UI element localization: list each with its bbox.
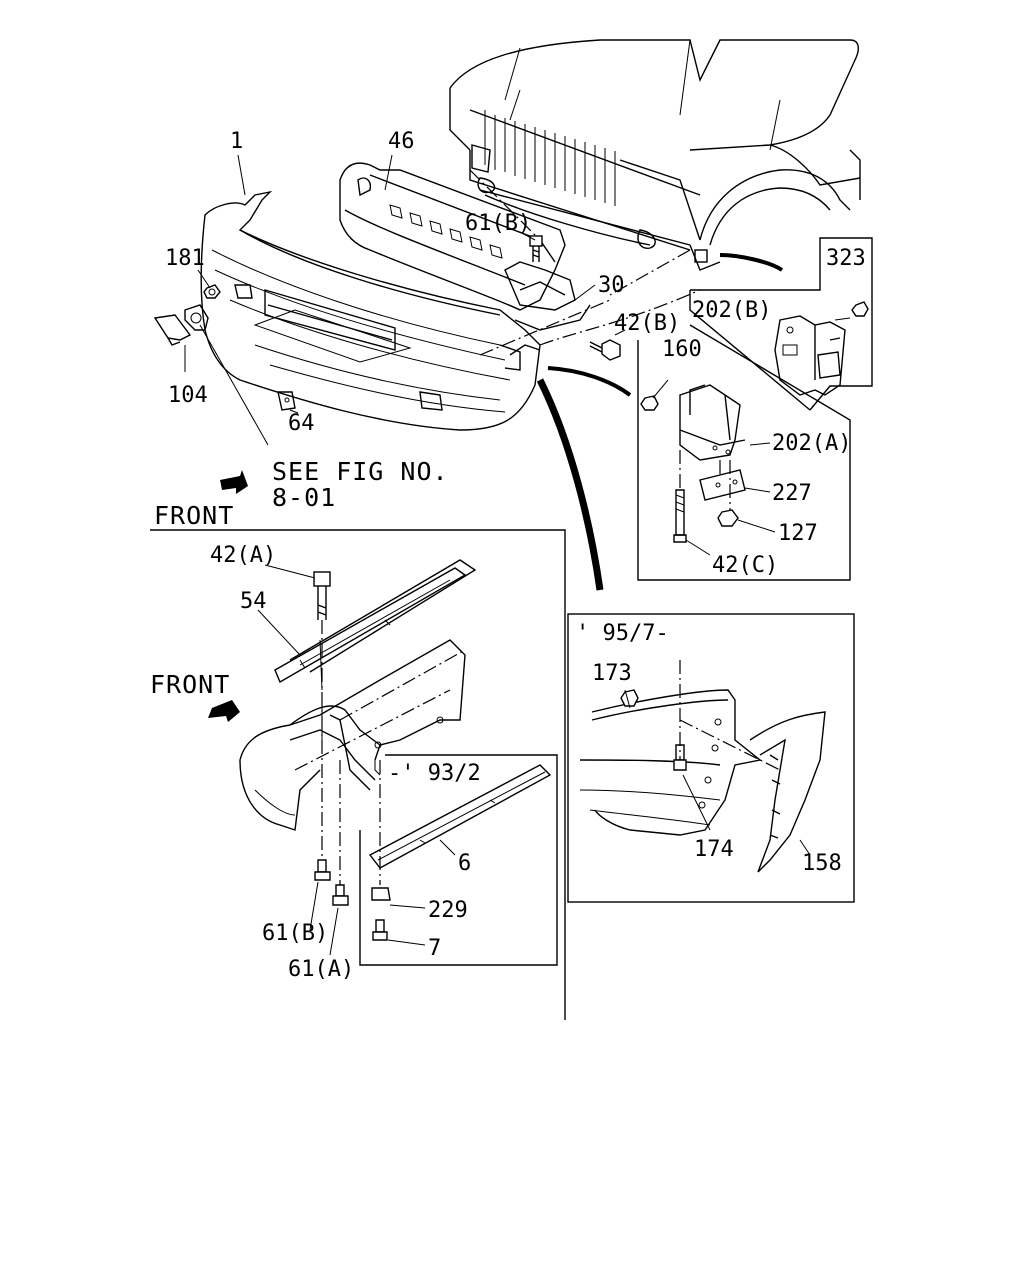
front-label-top: FRONT <box>154 501 234 530</box>
nut-181 <box>203 284 221 299</box>
bolt-42b <box>589 339 621 361</box>
callout-61a: 61(A) <box>288 957 354 982</box>
callout-104: 104 <box>168 383 208 408</box>
leader-30 <box>574 284 596 301</box>
callout-64: 64 <box>288 411 315 436</box>
callout-174: 174 <box>694 837 734 862</box>
callout-229: 229 <box>428 898 468 923</box>
callout-160: 160 <box>662 337 702 362</box>
leader-1 <box>237 154 246 196</box>
range-label-93: -' 93/2 <box>388 761 481 786</box>
front-label-mid: FRONT <box>150 670 230 699</box>
see-fig-line2: 8-01 <box>272 483 336 512</box>
callout-7: 7 <box>428 936 441 961</box>
reinforcement-46-drawing <box>339 162 591 331</box>
see-fig-line1: SEE FIG NO. <box>272 457 449 486</box>
clip-64 <box>277 391 296 411</box>
callout-6: 6 <box>458 851 471 876</box>
leader-46 <box>384 154 393 191</box>
panel-95-detail <box>567 613 855 903</box>
front-arrow-top-icon <box>220 470 248 494</box>
bracket-202a-detail <box>637 324 851 581</box>
callout-202b: 202(B) <box>692 298 771 323</box>
vehicle-front-drawing <box>449 39 861 296</box>
callout-227: 227 <box>772 481 812 506</box>
callout-42a: 42(A) <box>210 543 276 568</box>
callout-127: 127 <box>778 521 818 546</box>
callout-42b: 42(B) <box>614 311 680 336</box>
range-label-95: ' 95/7- <box>576 621 669 646</box>
callout-1: 1 <box>230 129 243 154</box>
callout-30: 30 <box>598 273 625 298</box>
callout-46: 46 <box>388 129 415 154</box>
callout-323: 323 <box>826 246 866 271</box>
panel-93-detail <box>359 754 558 966</box>
bracket-104 <box>153 304 209 346</box>
bracket-202b-detail <box>689 237 873 411</box>
callout-173: 173 <box>592 661 632 686</box>
callout-61b-top: 61(B) <box>465 211 531 236</box>
callout-42c: 42(C) <box>712 553 778 578</box>
callout-202a: 202(A) <box>772 431 851 456</box>
front-arrow-mid-icon <box>208 694 240 722</box>
lower-left-panel <box>150 529 566 1020</box>
callout-158: 158 <box>802 851 842 876</box>
callout-54: 54 <box>240 589 267 614</box>
grille-slats <box>484 110 616 206</box>
bolt-61b-top <box>529 235 543 262</box>
callout-181: 181 <box>165 246 205 271</box>
callout-61b-bottom: 61(B) <box>262 921 328 946</box>
